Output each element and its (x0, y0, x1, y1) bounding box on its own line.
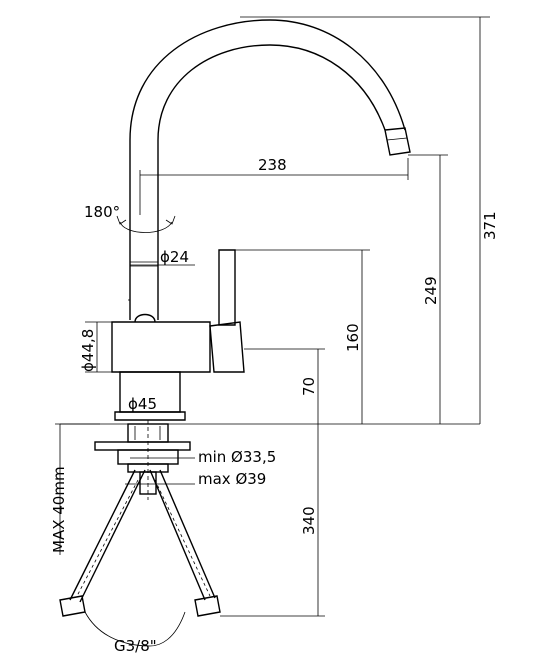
rotation-indicator: 180° (84, 203, 176, 233)
dim-238-label: 238 (258, 156, 287, 174)
dimension-phi44-8: ϕ44,8 (79, 321, 112, 373)
dimension-deck-thickness: MAX 40mm (50, 423, 100, 555)
dimension-hose-thread: G3/8" (84, 611, 186, 655)
mounting-hardware (94, 420, 191, 500)
dimension-249: 249 (408, 154, 448, 424)
dimension-hole-max: max Ø39 (125, 470, 266, 488)
dimension-phi24: ϕ24 (130, 248, 195, 266)
hose-thread-label: G3/8" (114, 637, 157, 655)
flex-hoses (59, 469, 221, 617)
dim-371-label: 371 (481, 211, 499, 240)
deck-thickness-label: MAX 40mm (50, 466, 68, 553)
dimension-371: 371 (240, 16, 499, 424)
dimension-238: 238 (139, 156, 409, 215)
dim-70-label: 70 (300, 377, 318, 396)
rotation-label: 180° (84, 203, 120, 221)
dimension-hole-min: min Ø33,5 (130, 448, 276, 466)
spout-joint (128, 261, 158, 301)
dimension-phi45: ϕ45 (115, 395, 185, 413)
dimension-340: 340 (220, 424, 325, 617)
spout (129, 19, 411, 320)
dim-340-label: 340 (300, 506, 318, 535)
phi24-label: ϕ24 (160, 248, 189, 266)
dimension-160: 160 (235, 249, 370, 424)
dim-249-label: 249 (422, 276, 440, 305)
phi45-label: ϕ45 (128, 395, 157, 413)
hole-min-label: min Ø33,5 (198, 448, 276, 466)
dim-160-label: 160 (344, 323, 362, 352)
phi44-8-label: ϕ44,8 (79, 329, 97, 372)
dimension-70: 70 (244, 348, 325, 424)
hole-max-label: max Ø39 (198, 470, 266, 488)
